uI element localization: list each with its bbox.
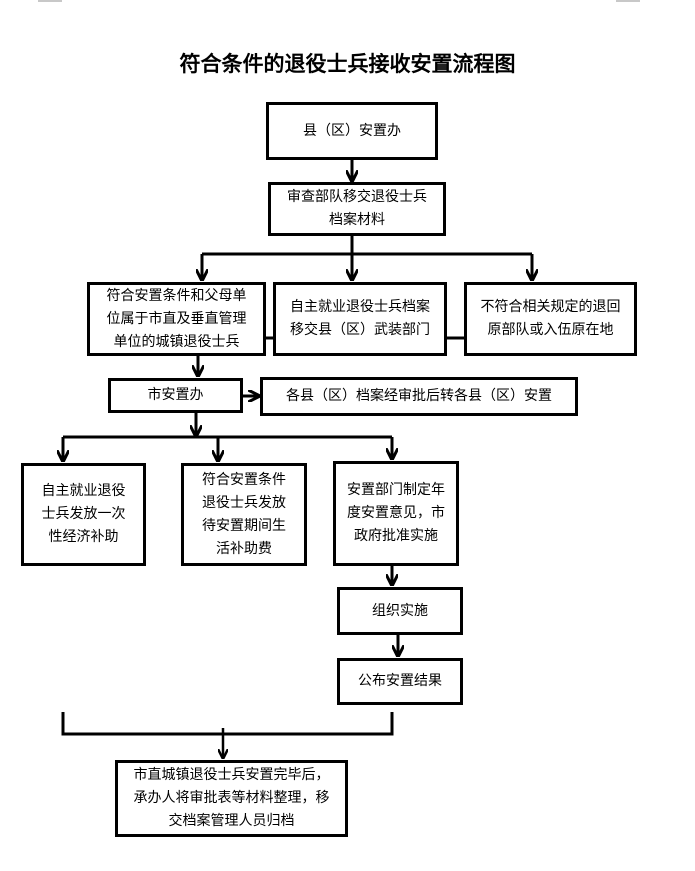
node-county-transfer: 各县（区）档案经审批后转各县（区）安置 (260, 377, 578, 416)
node-eligible-urban: 符合安置条件和父母单位属于市直及垂直管理单位的城镇退役士兵 (87, 282, 266, 356)
node-county-transfer-label: 各县（区）档案经审批后转各县（区）安置 (286, 388, 552, 404)
node-implement: 组织实施 (337, 587, 463, 635)
node-archive-label: 市直城镇退役士兵安置完毕后，承办人将审批表等材料整理，移交档案管理人员归档 (133, 767, 330, 829)
node-self-employed-transfer-label: 自主就业退役士兵档案移交县（区）武装部门 (290, 299, 430, 338)
node-one-time-subsidy-label: 自主就业退役士兵发放一次性经济补助 (41, 483, 126, 545)
node-city-office-label: 市安置办 (147, 387, 204, 403)
node-review-materials: 审查部队移交退役士兵档案材料 (268, 182, 446, 236)
node-one-time-subsidy: 自主就业退役士兵发放一次性经济补助 (21, 463, 146, 566)
node-eligible-urban-label: 符合安置条件和父母单位属于市直及垂直管理单位的城镇退役士兵 (106, 287, 247, 350)
node-ineligible-return-label: 不符合相关规定的退回原部队或入伍原在地 (480, 299, 621, 338)
node-county-office: 县（区）安置办 (266, 102, 438, 160)
node-city-office: 市安置办 (108, 378, 243, 413)
node-review-materials-label: 审查部队移交退役士兵档案材料 (287, 189, 427, 228)
bottom-bracket (61, 712, 394, 736)
node-waiting-subsidy: 符合安置条件退役士兵发放待安置期间生活补助费 (181, 463, 307, 566)
node-publish-label: 公布安置结果 (358, 673, 442, 689)
node-waiting-subsidy-label: 符合安置条件退役士兵发放待安置期间生活补助费 (202, 471, 286, 557)
page-corner-mark-left (38, 0, 62, 2)
node-county-office-label: 县（区）安置办 (303, 122, 401, 139)
node-annual-plan: 安置部门制定年度安置意见，市政府批准实施 (333, 461, 459, 566)
flowchart-title: 符合条件的退役士兵接收安置流程图 (179, 51, 516, 76)
node-self-employed-transfer: 自主就业退役士兵档案移交县（区）武装部门 (273, 282, 447, 356)
page-corner-mark-right (616, 0, 640, 2)
node-annual-plan-label: 安置部门制定年度安置意见，市政府批准实施 (347, 482, 445, 544)
node-publish: 公布安置结果 (337, 658, 463, 705)
node-archive: 市直城镇退役士兵安置完毕后，承办人将审批表等材料整理，移交档案管理人员归档 (115, 760, 348, 837)
node-ineligible-return: 不符合相关规定的退回原部队或入伍原在地 (464, 282, 637, 356)
node-implement-label: 组织实施 (372, 602, 428, 619)
